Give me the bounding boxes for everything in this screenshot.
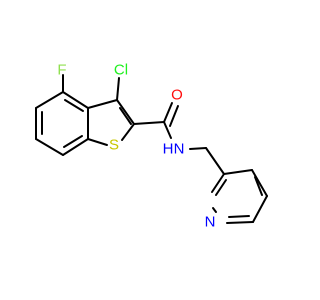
bond	[212, 207, 217, 213]
bond	[87, 99, 118, 109]
oxygen-atom-label: O	[171, 87, 183, 104]
bond	[254, 176, 263, 196]
bond	[119, 107, 132, 125]
bond	[63, 135, 83, 148]
bond	[211, 173, 225, 193]
bond	[121, 123, 135, 141]
bond	[189, 147, 207, 150]
amide-hydrogen-label: H	[163, 141, 174, 158]
bond	[116, 77, 120, 101]
bond	[133, 121, 165, 125]
bond	[251, 169, 268, 197]
bond	[62, 91, 89, 109]
pyridine-nitrogen-label: N	[205, 214, 216, 231]
bond	[215, 179, 227, 196]
bond	[35, 91, 64, 109]
bond	[87, 138, 108, 146]
bond	[205, 147, 225, 175]
bond	[163, 102, 173, 123]
chlorine-atom-label: Cl	[114, 62, 128, 79]
bond	[252, 195, 268, 223]
bond	[64, 99, 84, 112]
fluorine-atom-label: F	[57, 62, 66, 79]
bond	[226, 221, 254, 224]
bond	[169, 105, 179, 127]
bond	[228, 215, 250, 218]
sulfur-atom-label: S	[109, 137, 119, 154]
molecule-canvas: F Cl O S N H N	[35, 62, 268, 231]
bond	[35, 138, 64, 156]
bond	[116, 99, 135, 125]
molecule-structure: F Cl O S N H N	[35, 62, 268, 231]
bond	[223, 169, 253, 175]
amide-nitrogen-label: N	[174, 141, 185, 158]
bond	[62, 138, 89, 156]
bond	[163, 121, 172, 139]
